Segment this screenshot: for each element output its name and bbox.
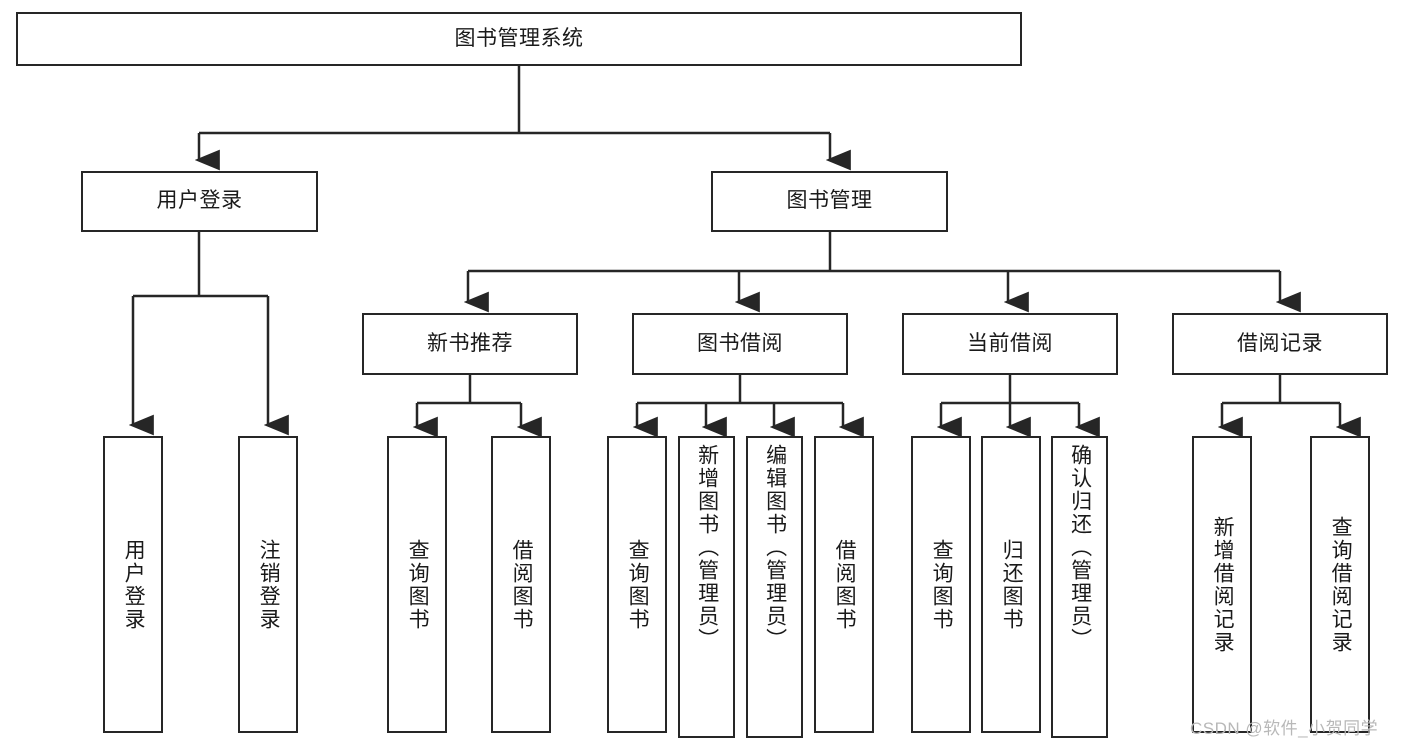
leaf-user-login-2-label: 注销登录: [257, 538, 281, 631]
node-user-login[interactable]: 用户登录: [81, 171, 318, 232]
leaf-borrow-record-1[interactable]: 新增借阅记录: [1192, 436, 1252, 733]
node-root[interactable]: 图书管理系统: [16, 12, 1022, 66]
leaf-user-login-1[interactable]: 用户登录: [103, 436, 163, 733]
node-user-login-label: 用户登录: [156, 189, 243, 213]
leaf-current-borrow-3-label: 确认归还（管理员）: [1068, 444, 1092, 651]
leaf-current-borrow-2[interactable]: 归还图书: [981, 436, 1041, 733]
leaf-book-borrow-4[interactable]: 借阅图书: [814, 436, 874, 733]
leaf-book-borrow-2-label: 新增图书（管理员）: [695, 444, 719, 651]
leaf-user-login-1-label: 用户登录: [122, 538, 146, 631]
leaf-book-borrow-2[interactable]: 新增图书（管理员）: [678, 436, 735, 738]
node-current-borrow[interactable]: 当前借阅: [902, 313, 1118, 375]
leaf-book-borrow-4-label: 借阅图书: [833, 538, 857, 631]
leaf-current-borrow-2-label: 归还图书: [1000, 538, 1024, 631]
node-book-management-label: 图书管理: [786, 189, 873, 213]
node-current-borrow-label: 当前借阅: [967, 331, 1053, 355]
node-borrow-record-label: 借阅记录: [1237, 331, 1323, 355]
node-new-book-recommend-label: 新书推荐: [427, 331, 513, 355]
csdn-watermark: CSDN @软件_小贺同学: [1190, 719, 1379, 738]
leaf-current-borrow-3[interactable]: 确认归还（管理员）: [1051, 436, 1108, 738]
node-book-borrow[interactable]: 图书借阅: [632, 313, 848, 375]
leaf-new-book-2[interactable]: 借阅图书: [491, 436, 551, 733]
node-root-label: 图书管理系统: [454, 26, 584, 50]
leaf-new-book-1[interactable]: 查询图书: [387, 436, 447, 733]
leaf-book-borrow-1[interactable]: 查询图书: [607, 436, 667, 733]
leaf-new-book-2-label: 借阅图书: [510, 538, 534, 631]
leaf-borrow-record-2[interactable]: 查询借阅记录: [1310, 436, 1370, 733]
leaf-new-book-1-label: 查询图书: [406, 538, 430, 631]
leaf-user-login-2[interactable]: 注销登录: [238, 436, 298, 733]
node-book-management[interactable]: 图书管理: [711, 171, 948, 232]
leaf-book-borrow-3-label: 编辑图书（管理员）: [763, 444, 787, 651]
leaf-current-borrow-1[interactable]: 查询图书: [911, 436, 971, 733]
leaf-borrow-record-1-label: 新增借阅记录: [1211, 515, 1235, 654]
node-book-borrow-label: 图书借阅: [697, 331, 783, 355]
node-borrow-record[interactable]: 借阅记录: [1172, 313, 1388, 375]
leaf-current-borrow-1-label: 查询图书: [930, 538, 954, 631]
leaf-book-borrow-3[interactable]: 编辑图书（管理员）: [746, 436, 803, 738]
node-new-book-recommend[interactable]: 新书推荐: [362, 313, 578, 375]
leaf-book-borrow-1-label: 查询图书: [626, 538, 650, 631]
leaf-borrow-record-2-label: 查询借阅记录: [1329, 515, 1353, 654]
